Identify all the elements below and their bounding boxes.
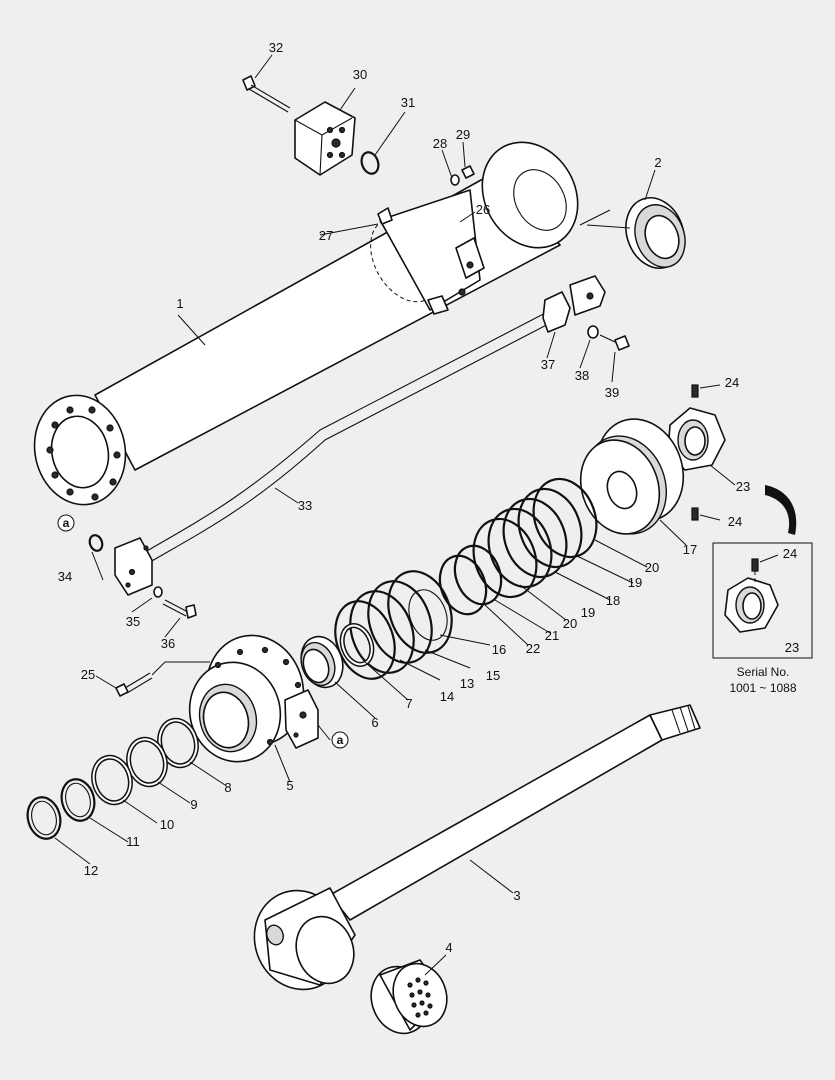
callout-25: 25 (81, 667, 95, 682)
callout-27: 27 (319, 228, 333, 243)
callout-18: 18 (606, 593, 620, 608)
ring-19a (517, 487, 583, 569)
washer-28 (450, 174, 460, 186)
callout-7: 7 (405, 696, 412, 711)
ring-22 (438, 554, 488, 616)
seal-10 (91, 754, 133, 806)
pipe-33 (114, 275, 606, 596)
callout-12: 12 (84, 863, 98, 878)
bolt-39 (599, 334, 630, 351)
callout-32: 32 (269, 40, 283, 55)
ring-19b (487, 507, 553, 589)
seal-12 (26, 796, 62, 840)
washer-38 (587, 325, 599, 339)
callout-29: 29 (456, 127, 470, 142)
seal-11 (60, 778, 96, 822)
callout-24a: 24 (725, 375, 739, 390)
callout-30: 30 (353, 67, 367, 82)
bolt-29 (461, 165, 475, 179)
callout-22: 22 (526, 641, 540, 656)
ring-21 (453, 544, 503, 606)
valve-block-30 (294, 101, 356, 176)
callout-15: 15 (486, 668, 500, 683)
callout-21: 21 (545, 628, 559, 643)
callout-19a: 19 (628, 575, 642, 590)
serial-label: Serial No. (737, 665, 790, 679)
callout-1: 1 (176, 296, 183, 311)
ring-14 (349, 590, 415, 674)
callout-8: 8 (224, 780, 231, 795)
callout-39: 39 (605, 385, 619, 400)
callout-23-inset: 23 (785, 640, 799, 655)
bolt-32 (242, 75, 291, 113)
bushing-6 (300, 635, 344, 689)
leader-lines (54, 54, 779, 976)
callout-16: 16 (492, 642, 506, 657)
bolt-36 (162, 599, 197, 619)
piston-rod-3 (253, 704, 701, 991)
set-screw-24-bottom (691, 507, 699, 521)
bushing-2 (625, 197, 686, 269)
callout-17: 17 (683, 542, 697, 557)
callout-34: 34 (58, 569, 72, 584)
callout-19b: 19 (581, 605, 595, 620)
callout-3: 3 (513, 888, 520, 903)
o-ring-34 (88, 534, 104, 552)
serial-inset (712, 542, 813, 659)
ref-marker-a-top: a (57, 514, 75, 532)
callout-35: 35 (126, 614, 140, 629)
callout-38: 38 (575, 368, 589, 383)
ref-marker-a-top-label: a (63, 516, 70, 530)
ring-20b (472, 517, 538, 599)
ring-18 (502, 497, 568, 579)
bushing-4 (370, 959, 448, 1035)
ring-20a (532, 477, 598, 559)
bolt-25 (115, 672, 153, 697)
callout-23: 23 (736, 479, 750, 494)
seal-9 (126, 736, 168, 788)
callout-2: 2 (654, 155, 661, 170)
o-ring-31 (360, 151, 380, 175)
ref-marker-a-bottom: a (331, 731, 349, 749)
callout-20a: 20 (645, 560, 659, 575)
curved-arrow-icon (765, 485, 797, 535)
callout-6: 6 (371, 715, 378, 730)
callout-4: 4 (445, 940, 452, 955)
ring-7 (339, 623, 375, 667)
piston-17 (579, 418, 685, 535)
ring-16 (387, 570, 453, 654)
washer-35 (153, 586, 163, 598)
callout-31: 31 (401, 95, 415, 110)
rod-cover-5 (188, 634, 319, 763)
callouts: 1 2 3 4 5 6 7 8 9 10 11 12 13 14 15 16 1… (58, 40, 799, 955)
callout-5: 5 (286, 778, 293, 793)
serial-range: 1001 ~ 1088 (729, 681, 796, 695)
callout-14: 14 (440, 689, 454, 704)
callout-9: 9 (190, 797, 197, 812)
callout-24b: 24 (728, 514, 742, 529)
callout-36: 36 (161, 636, 175, 651)
callout-28: 28 (433, 136, 447, 151)
callout-33: 33 (298, 498, 312, 513)
callout-11: 11 (126, 834, 140, 849)
callout-13: 13 (460, 676, 474, 691)
callout-20b: 20 (563, 616, 577, 631)
set-screw-24-top (691, 384, 699, 398)
ring-15 (367, 580, 433, 664)
ref-marker-a-bottom-label: a (337, 733, 344, 747)
callout-37: 37 (541, 357, 555, 372)
cylinder-tube (33, 141, 579, 506)
callout-26: 26 (476, 202, 490, 217)
callout-24-inset: 24 (783, 546, 797, 561)
callout-10: 10 (160, 817, 174, 832)
